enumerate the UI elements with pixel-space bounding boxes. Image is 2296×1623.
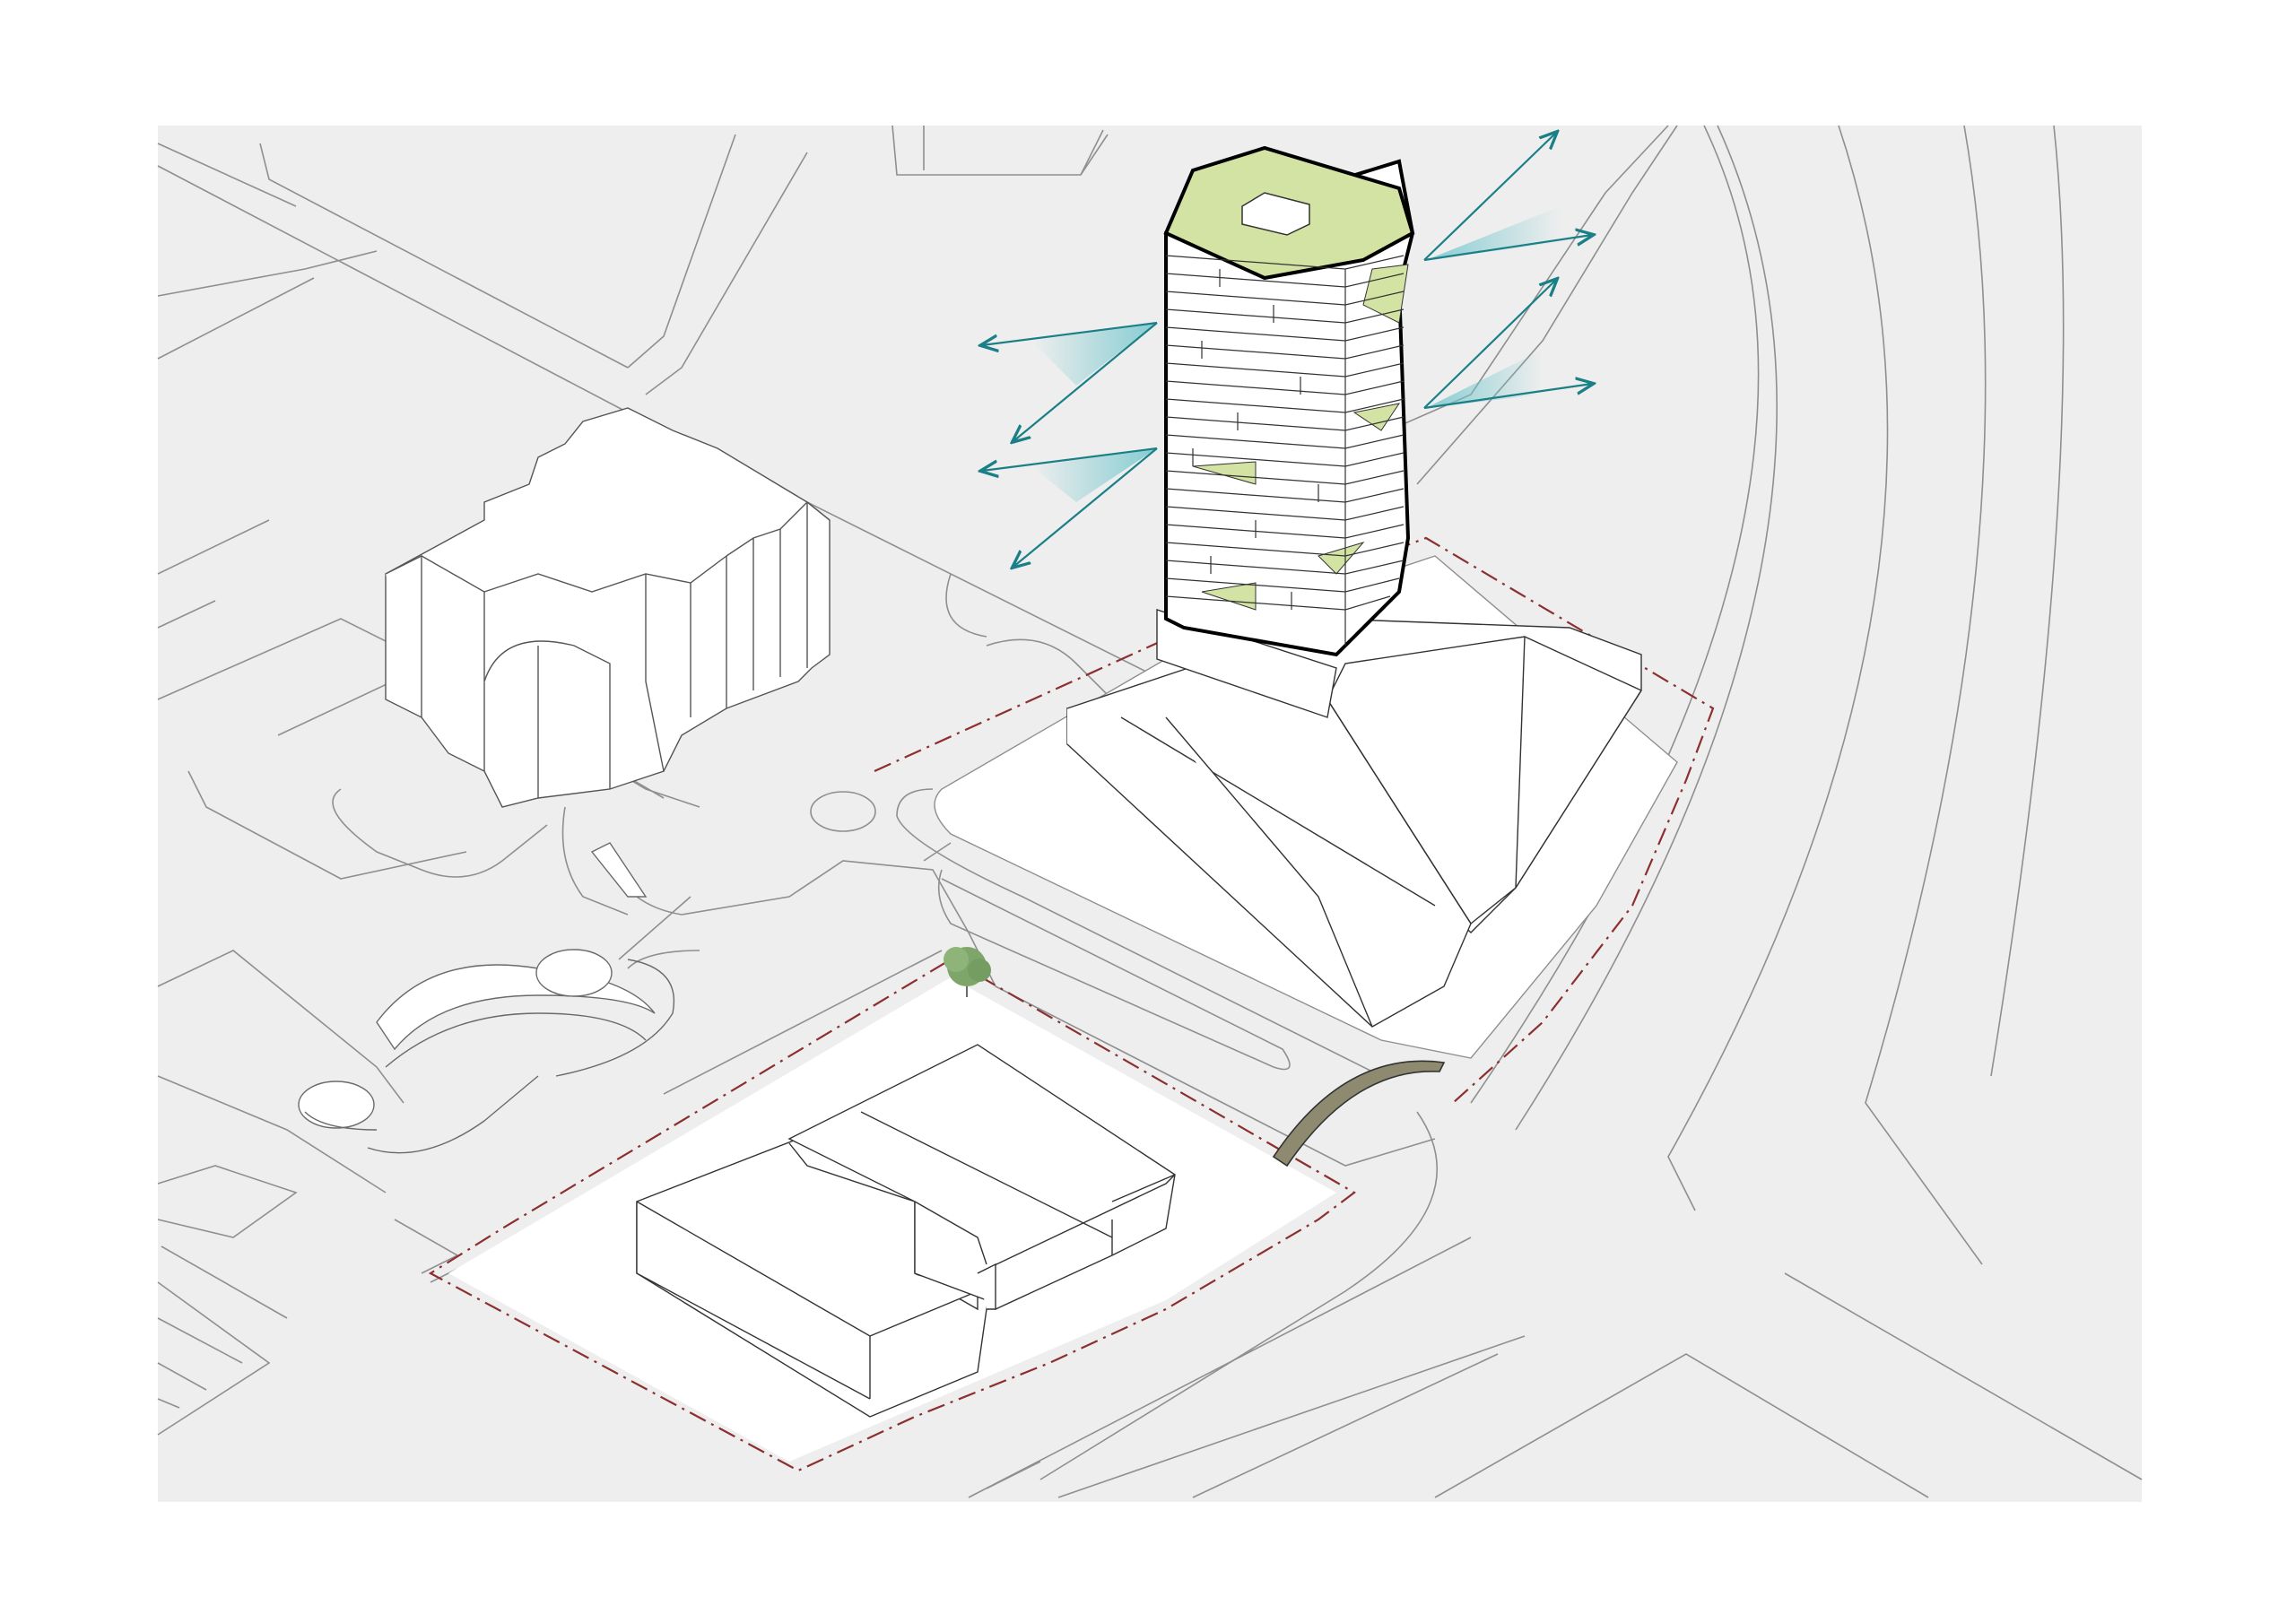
road-edge [1057,1335,1526,1498]
road-edge [1865,125,1987,1265]
road-edge [157,1281,271,1436]
road-edge [1470,125,1760,1104]
view-arrow [1013,447,1158,567]
view-glow [1031,448,1157,502]
road-edge [986,638,1113,700]
road-edge [618,896,691,960]
road-edge [157,277,315,360]
road-edge [187,770,467,880]
road-edge [157,519,270,575]
road-edge [891,125,1109,176]
road-edge [157,1165,298,1238]
tree [944,947,991,997]
roundabout [810,791,876,832]
view-arrow [982,321,1158,345]
road-edge [157,1075,387,1193]
road-edge [1434,1353,1929,1498]
road-edge [1416,125,1678,485]
view-glow [1426,206,1561,260]
road-edge [1192,1353,1499,1498]
road-edge [663,950,943,1095]
road-edge [968,1237,1472,1498]
view-glow [1031,323,1157,386]
road-edge [157,950,404,1104]
view-arrow [1423,235,1592,262]
road-network [157,125,2143,1498]
road-edge [561,806,629,916]
road-edge [332,788,548,878]
hall-building [787,1044,1176,1310]
existing-landmark-building [385,407,831,808]
view-arrow [1423,133,1556,261]
footbridge [1272,1060,1446,1167]
view-arrow [1423,280,1556,409]
road-edge [1039,1111,1438,1480]
plaza-circle [535,949,613,997]
road-edge [923,842,952,862]
road-edge [627,134,736,369]
road-edge [1080,129,1104,176]
road-edge [1990,125,2065,1077]
green-terrace [1362,264,1409,324]
tower-base [1156,609,1337,718]
road-edge [937,869,1291,1071]
tower [1156,145,1415,718]
view-glow [1426,350,1543,408]
road-edge [896,788,1382,1077]
floor-plates [1165,255,1405,646]
road-edge [986,1461,1041,1489]
green-terrace [1352,403,1401,431]
road-edge [945,573,987,638]
lower-site-buildings [636,1044,1176,1418]
road-edge [157,1317,243,1364]
site-boundary-lower [428,958,1356,1472]
road-edge [259,143,629,369]
view-arrow [982,447,1158,471]
road-edge [627,950,700,969]
road-edge [157,600,216,629]
green-terrace [1318,542,1365,575]
road-edge [157,1362,207,1391]
road-edge [645,152,808,395]
view-arrow [1423,384,1592,410]
road-edge [157,143,297,207]
rooftop-box [1241,192,1310,236]
road-edge [1515,125,1778,1131]
road-edge [1667,125,1889,1211]
plaza-circle [298,1081,375,1129]
view-arrows [982,133,1592,567]
curved-plaza [298,842,675,1154]
view-arrow [1013,322,1158,441]
road-edge [1784,1272,2143,1480]
road-edge [161,1245,288,1319]
road-edge [157,250,378,297]
road-edge [157,1398,180,1409]
tower-podium [1066,618,1642,1028]
